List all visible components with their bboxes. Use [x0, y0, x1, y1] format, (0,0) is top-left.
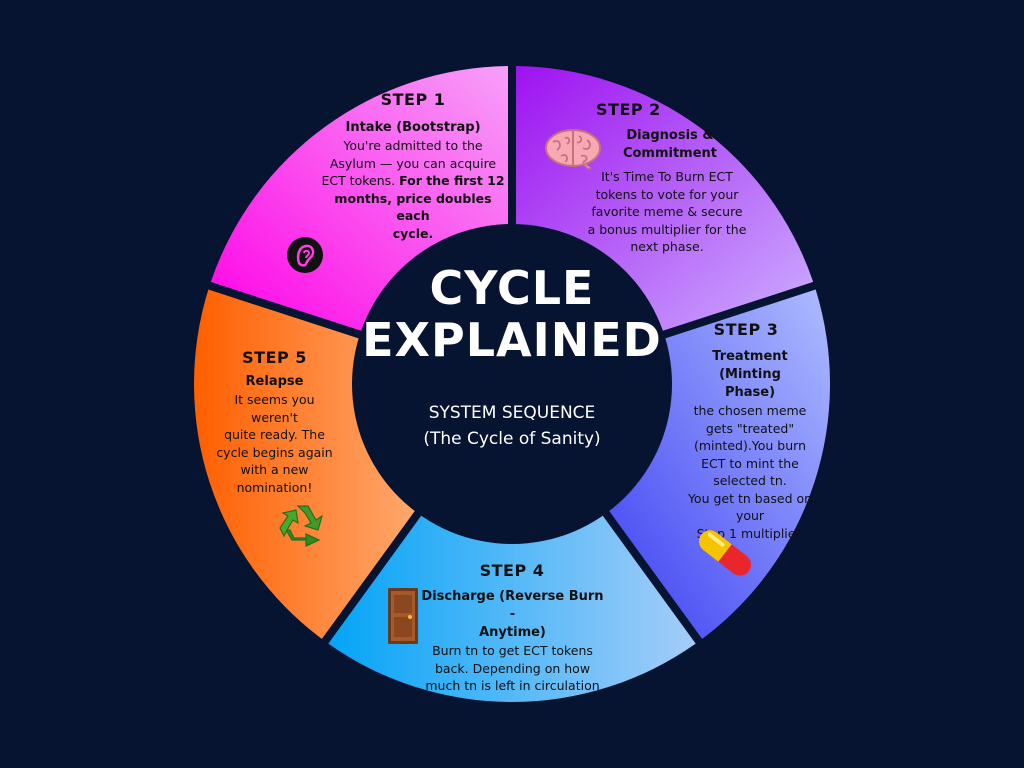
step-1-block: STEP 1 Intake (Bootstrap) You're admitte… [318, 90, 508, 242]
step-4-block: Discharge (Reverse Burn - Anytime) Burn … [420, 588, 605, 695]
step-2-body-line: favorite meme & secure [591, 204, 743, 219]
step-1-bold-line: cycle. [392, 225, 434, 241]
center-title-line2: EXPLAINED [362, 313, 662, 367]
step-3-title: Treatment (Minting [712, 349, 788, 382]
step-3-block: Treatment (Minting Phase) the chosen mem… [680, 348, 820, 542]
step-4-label: STEP 4 [479, 561, 545, 580]
step-4-body-line: back. Depending on how [434, 660, 591, 676]
pill-icon [690, 522, 760, 588]
door-icon [386, 587, 420, 649]
step-4-segment [328, 503, 696, 702]
step-5-body-line: with a new [240, 462, 309, 477]
step-1-bold-line: months, price doubles each [334, 190, 492, 224]
step-3-body-line: selected tn. [713, 473, 787, 488]
step-3-body-line: ECT to mint the [701, 455, 799, 471]
center-subtitle-line1: SYSTEM SEQUENCE [428, 403, 596, 423]
step-5-title: Relapse [245, 374, 304, 389]
step-5-body-line: nomination! [236, 479, 313, 495]
step-5-block: STEP 5 Relapse It seems you weren't quit… [212, 348, 337, 496]
step-2-body-line: a bonus multiplier for the [587, 221, 747, 237]
step-1-body-line: ECT tokens. For the first 12 [318, 172, 508, 190]
step-4-label-wrap: STEP 4 [452, 561, 572, 580]
step-3-label-wrap: STEP 3 [686, 320, 806, 339]
step-2-title-wrap: Diagnosis & Commitment [600, 127, 740, 163]
step-3-body-line: your [735, 508, 765, 523]
step-3-label: STEP 3 [713, 320, 779, 339]
step-3-body-line: You get tn based on [687, 490, 813, 506]
recycle-icon [278, 500, 332, 556]
step-2-title: Diagnosis & [626, 128, 714, 143]
step-1-segment [210, 66, 509, 336]
step-1-body-line: You're admitted to the [343, 138, 483, 153]
step-1-body-text: ECT tokens. [321, 173, 396, 188]
step-2-body: It's Time To Burn ECT tokens to vote for… [583, 168, 751, 256]
step-4-body-line: Burn tn to get ECT tokens [432, 643, 593, 658]
step-5-label: STEP 5 [242, 348, 307, 367]
center-title-line1: CYCLE [429, 261, 595, 315]
step-2-body-line: It's Time To Burn ECT [601, 169, 733, 184]
step-3-body-line: gets "treated" [705, 420, 795, 436]
ear-icon [285, 235, 325, 279]
center-subtitle-line2: (The Cycle of Sanity) [423, 429, 601, 449]
step-1-body-line: Asylum — you can acquire [329, 155, 497, 171]
step-1-title: Intake (Bootstrap) [345, 120, 481, 135]
center-title: CYCLE EXPLAINED [357, 262, 667, 366]
step-4-body-line: much tn is left in circulation [425, 678, 600, 693]
step-2-title-line2: Commitment [622, 146, 718, 161]
brain-icon [543, 128, 603, 176]
step-2-body-line: tokens to vote for your [595, 186, 739, 202]
step-1-bold-text: For the first 12 [399, 173, 505, 188]
center-circle [352, 224, 672, 544]
step-5-body-line: cycle begins again [216, 444, 333, 460]
step-5-body-line: It seems you weren't [234, 392, 315, 425]
step-2-label-wrap: STEP 2 [580, 100, 750, 119]
step-4-title: Discharge (Reverse Burn - [421, 589, 604, 622]
step-1-label: STEP 1 [380, 90, 446, 109]
step-3-body-line: (minted).You burn [693, 438, 807, 453]
step-2-label: STEP 2 [596, 100, 661, 119]
step-2-body-line: next phase. [630, 239, 704, 254]
center-subtitle: SYSTEM SEQUENCE (The Cycle of Sanity) [357, 400, 667, 452]
step-3-body-line: Step 1 multiplier. [696, 525, 804, 541]
step-3-title-line2: Phase) [724, 385, 776, 400]
step-3-body-line: the chosen meme [693, 403, 807, 418]
step-5-body-line: quite ready. The [224, 427, 325, 442]
step-1-body: You're admitted to the Asylum — you can … [318, 137, 508, 242]
step-4-title-line2: Anytime) [479, 625, 546, 640]
